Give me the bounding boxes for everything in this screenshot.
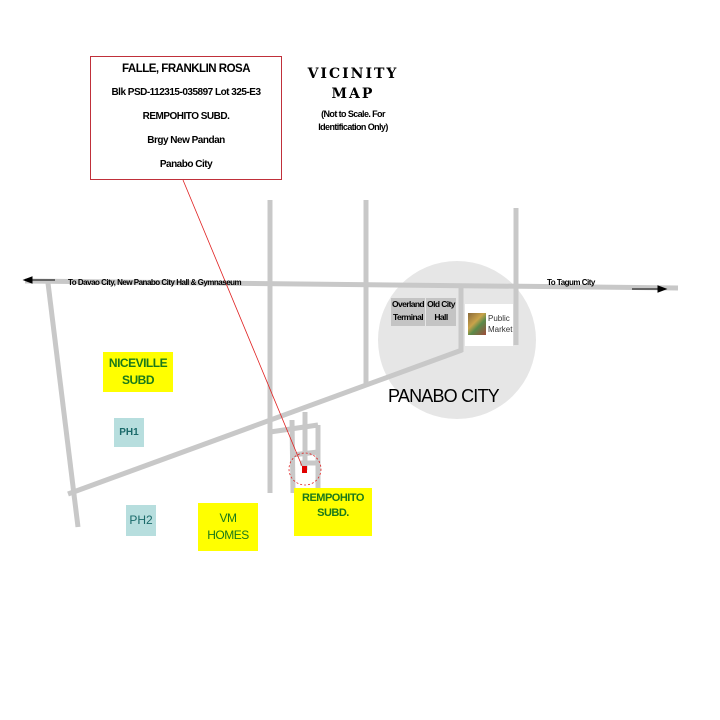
- west-road: [45, 282, 81, 528]
- label-line: VM: [219, 511, 238, 525]
- map-title: VICINITY MAP: [300, 64, 406, 104]
- vm-homes-area: VM HOMES: [198, 503, 258, 551]
- diagonal-road: [67, 347, 463, 497]
- overland-terminal-label: Overland Terminal: [391, 298, 425, 326]
- niceville-subd-area: NICEVILLE SUBD: [103, 352, 173, 392]
- market-picture-icon: [468, 313, 486, 335]
- label-line: NICEVILLE: [108, 356, 168, 370]
- old-city-hall-label: Old City Hall: [426, 298, 456, 326]
- label-line: SUBD.: [317, 507, 349, 519]
- property-info-box: FALLE, FRANKLIN ROSA Blk PSD-112315-0358…: [90, 56, 282, 180]
- site-marker-circle: [288, 452, 322, 486]
- label-line: HOMES: [207, 528, 249, 542]
- label-line: Old City: [427, 299, 455, 309]
- title-line-2: MAP: [331, 86, 375, 102]
- highway-road: [24, 278, 679, 291]
- city-name: Panabo City: [159, 159, 213, 170]
- east-road-label: To Tagum City: [547, 278, 595, 287]
- pointer-line: [182, 179, 303, 467]
- scale-note: (Not to Scale. For Identification Only): [300, 108, 406, 134]
- ph1-area: PH1: [114, 418, 144, 447]
- west-road-label: To Davao City, New Panabo City Hall & Gy…: [68, 278, 242, 287]
- title-line-1: VICINITY: [307, 66, 399, 82]
- note-line-2: Identification Only): [318, 122, 388, 132]
- public-market-label: Public Market: [488, 313, 512, 335]
- label-line: Overland: [391, 299, 425, 309]
- label-line: Market: [488, 325, 513, 334]
- label-line: Hall: [434, 312, 448, 322]
- label-line: Terminal: [393, 312, 424, 322]
- owner-name: FALLE, FRANKLIN ROSA: [122, 63, 251, 75]
- note-line-1: (Not to Scale. For: [321, 109, 385, 119]
- subdivision-name: REMPOHITO SUBD.: [142, 111, 230, 122]
- site-marker: [302, 466, 307, 473]
- label-line: Public: [488, 314, 510, 323]
- ph2-area: PH2: [126, 505, 156, 536]
- barangay-name: Brgy New Pandan: [147, 135, 225, 146]
- label-line: REMPOHITO: [302, 492, 364, 504]
- label-line: SUBD: [121, 373, 155, 387]
- public-market: Public Market: [465, 304, 513, 346]
- panabo-city-label: PANABO CITY: [388, 386, 500, 406]
- rempohito-subd-area: REMPOHITO SUBD.: [294, 488, 372, 536]
- street: [291, 449, 319, 458]
- lot-number: Blk PSD-112315-035897 Lot 325-E3: [111, 87, 261, 98]
